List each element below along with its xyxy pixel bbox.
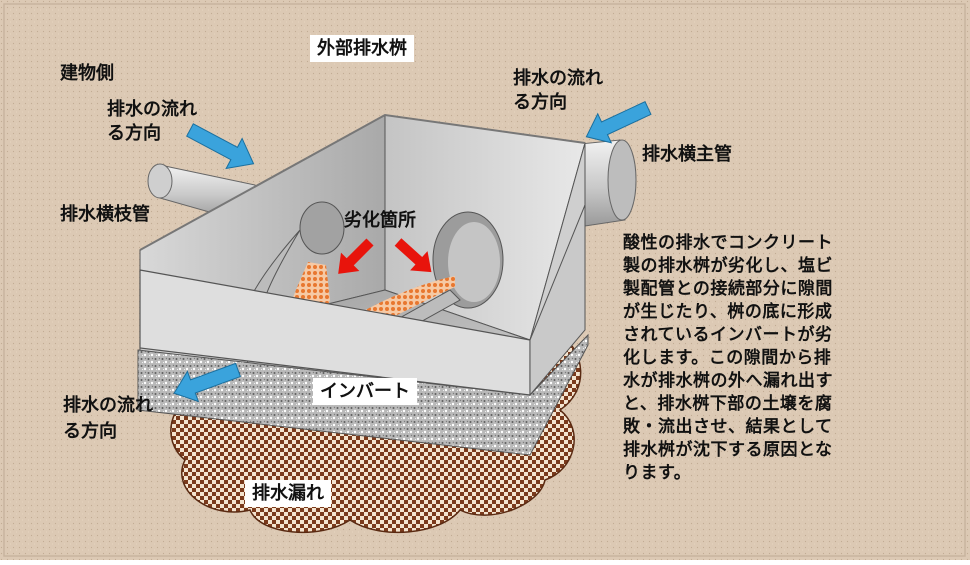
- label-flow-right-1: 排水の流れ: [513, 68, 603, 89]
- basin-right-face: [529, 204, 586, 397]
- description-line: が生じたり、桝の底に形成: [623, 302, 833, 322]
- outer-border: [3, 3, 966, 557]
- damage-arrow-left: [338, 238, 374, 274]
- flow-arrow-right: [585, 100, 652, 144]
- description-line: 酸性の排水でコンクリート: [623, 233, 833, 253]
- label-main-pipe: 排水横主管: [642, 144, 732, 165]
- description-line: と、排水桝下部の土壌を腐: [623, 394, 833, 414]
- label-leak: 排水漏れ: [245, 480, 331, 507]
- label-flow-left-2: る方向: [107, 123, 161, 144]
- description-text: 酸性の排水でコンクリート 製の排水桝が劣化し、塩ビ 製配管との接続部分に隙間 が…: [623, 232, 923, 485]
- label-building-side: 建物側: [60, 63, 114, 84]
- label-flow-bottom-1: 排水の流れ: [63, 395, 153, 416]
- label-flow-left-1: 排水の流れ: [107, 99, 197, 120]
- description-line: 製配管との接続部分に隙間: [623, 279, 833, 299]
- description-line: 製の排水桝が劣化し、塩ビ: [623, 256, 833, 276]
- description-line: 排水桝が沈下する原因とな: [623, 440, 833, 460]
- flow-arrow-bottom: [173, 362, 242, 403]
- label-flow-right-2: る方向: [513, 92, 567, 113]
- label-degraded: 劣化箇所: [344, 210, 416, 231]
- description-line: 敗・流出させ、結果として: [623, 417, 833, 437]
- flow-arrow-left: [186, 123, 255, 170]
- label-flow-bottom-2: る方向: [63, 421, 117, 442]
- label-invert: インバート: [313, 378, 417, 405]
- description-line: 化します。この隙間から排: [623, 348, 832, 368]
- description-line: されているインバートが劣: [623, 325, 833, 345]
- label-outer-basin: 外部排水桝: [310, 35, 414, 62]
- damage-arrow-right: [394, 238, 432, 273]
- label-branch-pipe: 排水横枝管: [60, 204, 150, 225]
- description-line: ります。: [623, 463, 692, 483]
- description-line: 水が排水桝の外へ漏れ出す: [623, 371, 833, 391]
